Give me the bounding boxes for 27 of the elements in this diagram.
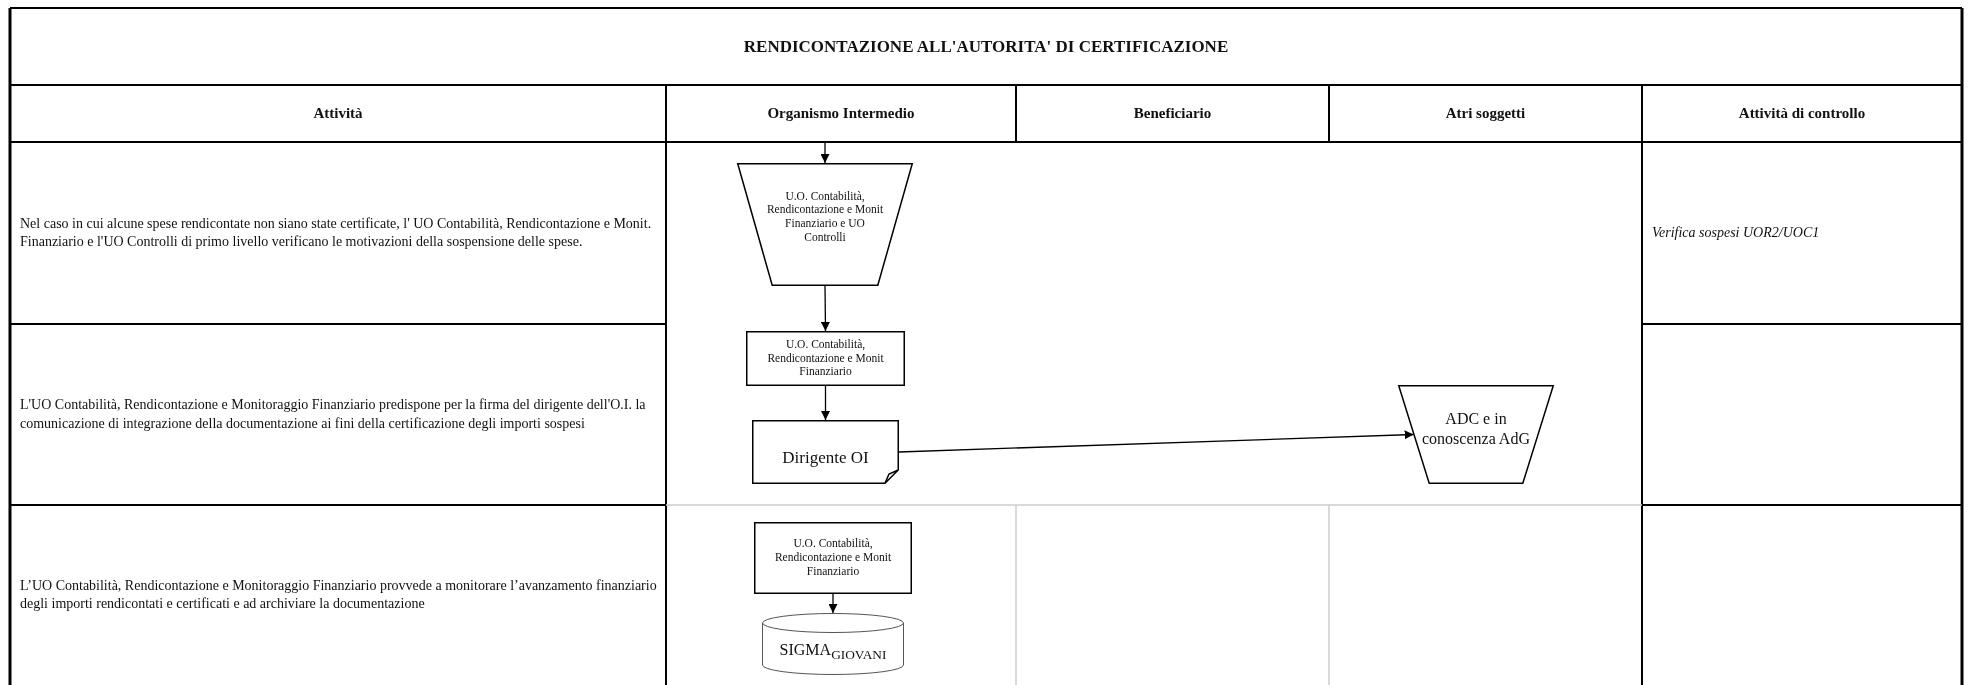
manual-operation-trapezoid: [1398, 385, 1554, 484]
arrow: [821, 385, 830, 421]
manual-operation-trapezoid: [737, 163, 913, 286]
column-header: Attività di controllo: [1738, 105, 1866, 122]
process-box: [754, 522, 912, 594]
column-header: Organismo Intermedio: [767, 105, 915, 122]
arrow: [820, 142, 830, 164]
arrow: [820, 285, 830, 332]
node-text: Dirigente OI: [782, 447, 869, 469]
activity-description: Nel caso in cui alcune spese rendicontate non siano state certificate, l' UO Contabilità, Rendicontazione e Monit. Finanziario e l'UO Controlli di primo livello verificano le motivazioni della sospensione delle spese.: [20, 214, 653, 251]
document-shape: [752, 420, 899, 484]
arrow: [898, 430, 1415, 453]
control-note: Verifica sospesi UOR2/UOC1: [1652, 223, 1820, 242]
database-cylinder: [762, 613, 904, 675]
activity-description: L'UO Contabilità, Rendicontazione e Monitoraggio Finanziario predispone per la firma del dirigente dell'O.I. la comunicazione di integrazione della documentazione ai fini della certificazione degli importi sospesi: [20, 396, 647, 433]
activity-description: L’UO Contabilità, Rendicontazione e Monitoraggio Finanziario provvede a monitorare l’avanzamento finanziario degli importi rendicontati e certificati e ad archiviare la documentazione: [20, 576, 658, 613]
node-text: ADC e in conoscenza AdG: [1421, 409, 1531, 448]
column-header: Beneficiario: [1133, 105, 1212, 122]
column-header: Atri soggetti: [1445, 105, 1526, 122]
process-box: [746, 331, 905, 386]
node-text: U.O. Contabilità, Rendicontazione e Monit Finanziario: [766, 337, 885, 380]
diagram-title: RENDICONTAZIONE ALL'AUTORITA' DI CERTIFICAZIONE: [743, 36, 1229, 57]
arrow: [828, 593, 838, 614]
node-text: U.O. Contabilità, Rendicontazione e Monit Finanziario: [773, 537, 893, 579]
node-text: U.O. Contabilità, Rendicontazione e Monit Finanziario e UO Controlli: [765, 189, 885, 245]
column-header: Attività: [313, 105, 363, 122]
node-text: SIGMA$_{GIOVANI}$: [779, 640, 887, 664]
